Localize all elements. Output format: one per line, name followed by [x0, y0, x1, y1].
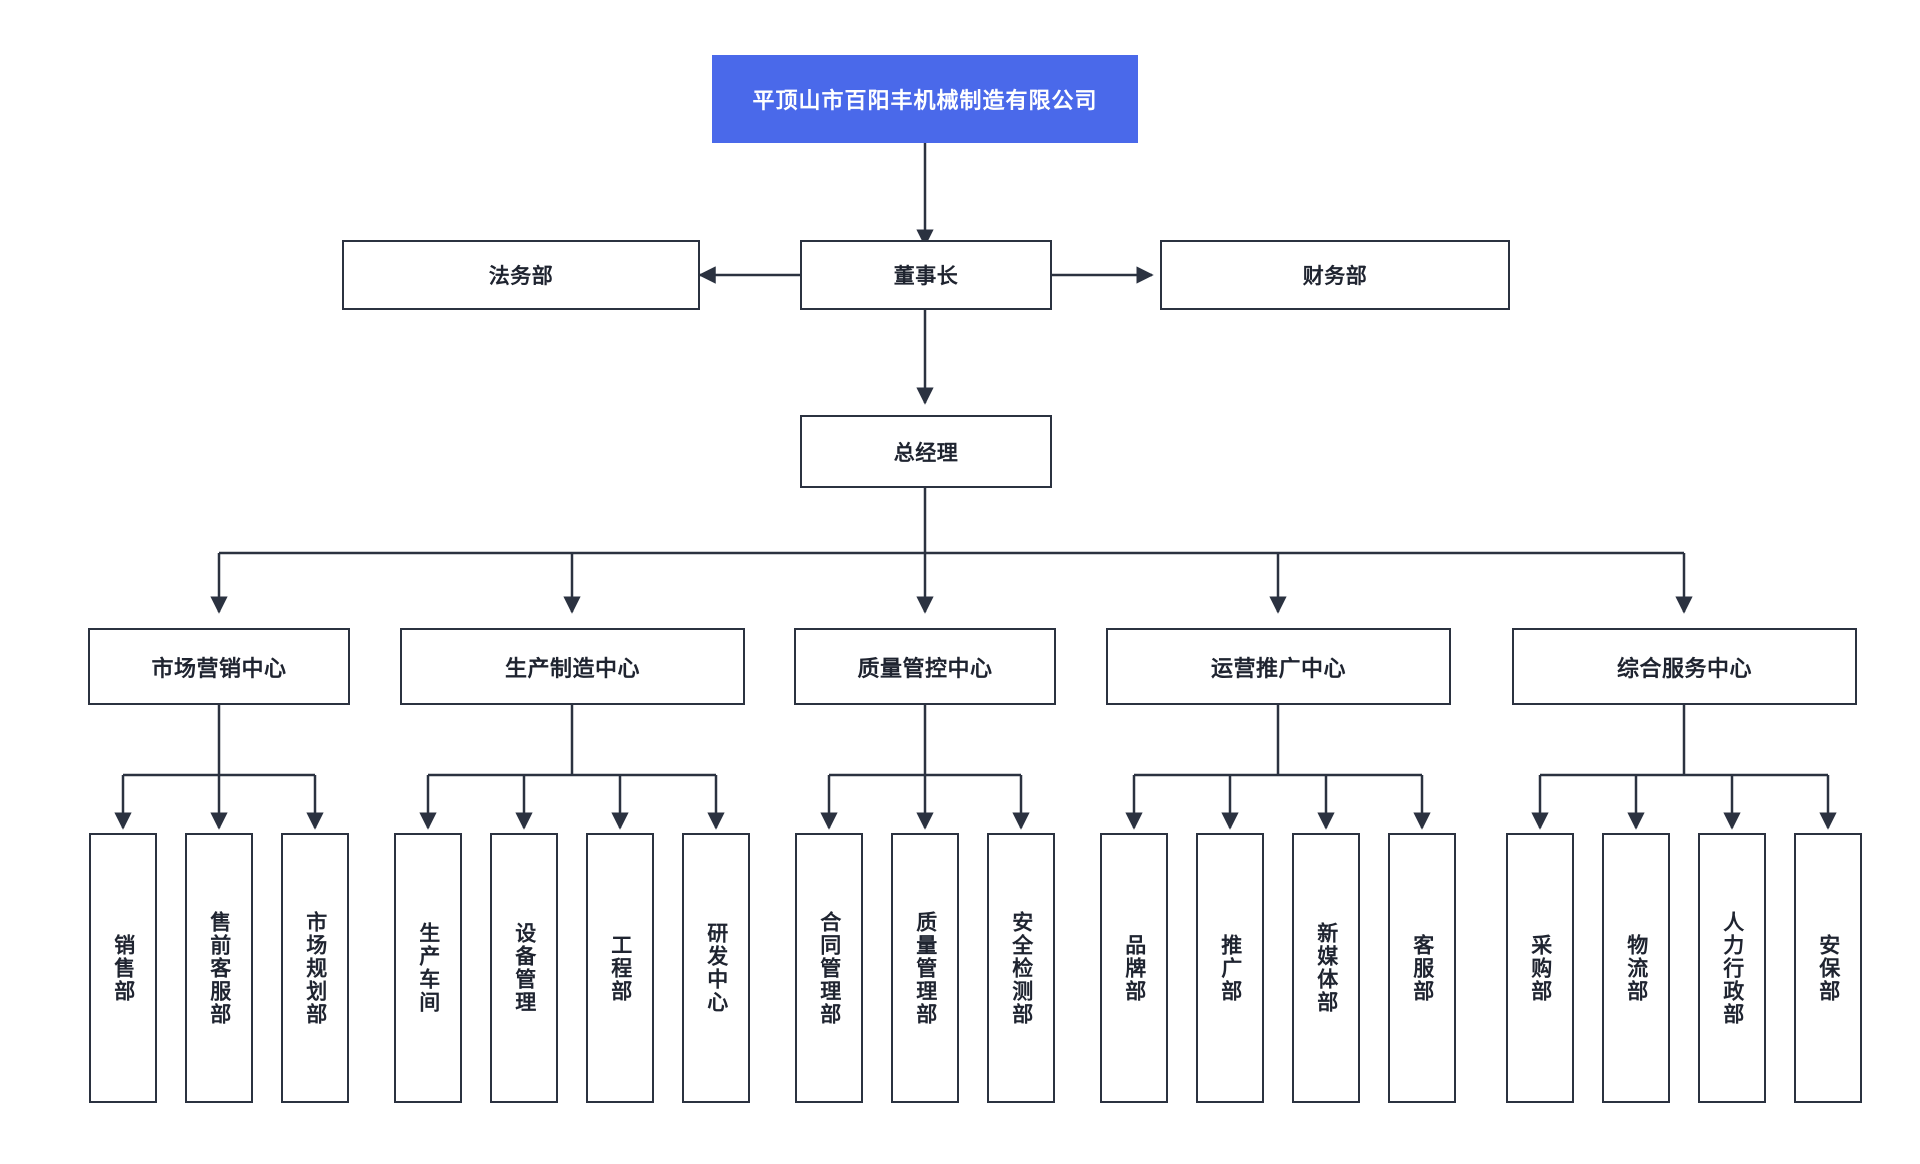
node-label: 平顶山市百阳丰机械制造有限公司 [752, 88, 1098, 113]
node-dept-presales-service[interactable]: 售前客服部 [185, 833, 253, 1103]
node-label: 安全检测部 [1009, 910, 1033, 1026]
node-dept-customer-service[interactable]: 客服部 [1388, 833, 1456, 1103]
node-company-root[interactable]: 平顶山市百阳丰机械制造有限公司 [712, 55, 1138, 143]
node-dept-quality-management[interactable]: 质量管理部 [891, 833, 959, 1103]
node-dept-brand[interactable]: 品牌部 [1100, 833, 1168, 1103]
node-center-operations[interactable]: 运营推广中心 [1106, 628, 1451, 705]
node-label: 质量管控中心 [857, 655, 993, 681]
node-label: 新媒体部 [1314, 922, 1338, 1014]
node-label: 质量管理部 [913, 910, 937, 1026]
node-label: 客服部 [1410, 933, 1434, 1003]
node-label: 设备管理 [512, 922, 536, 1014]
node-dept-production-workshop[interactable]: 生产车间 [394, 833, 462, 1103]
node-label: 销售部 [111, 933, 135, 1003]
node-label: 生产车间 [416, 922, 440, 1014]
node-dept-security[interactable]: 安保部 [1794, 833, 1862, 1103]
node-label: 总经理 [893, 441, 959, 465]
node-label: 法务部 [488, 265, 554, 288]
node-general-manager[interactable]: 总经理 [800, 415, 1052, 488]
node-label: 生产制造中心 [504, 655, 640, 681]
node-label: 财务部 [1302, 265, 1368, 288]
node-chairman[interactable]: 董事长 [800, 240, 1052, 310]
node-label: 品牌部 [1122, 933, 1146, 1003]
node-label: 市场营销中心 [151, 655, 287, 681]
node-dept-contract-management[interactable]: 合同管理部 [795, 833, 863, 1103]
node-dept-promotion[interactable]: 推广部 [1196, 833, 1264, 1103]
node-label: 人力行政部 [1720, 910, 1744, 1026]
node-label: 安保部 [1816, 933, 1840, 1003]
node-legal-department[interactable]: 法务部 [342, 240, 700, 310]
node-dept-market-planning[interactable]: 市场规划部 [281, 833, 349, 1103]
node-label: 研发中心 [704, 922, 728, 1014]
node-label: 综合服务中心 [1616, 655, 1752, 681]
node-label: 董事长 [893, 265, 959, 288]
node-finance-department[interactable]: 财务部 [1160, 240, 1510, 310]
node-center-manufacturing[interactable]: 生产制造中心 [400, 628, 745, 705]
node-dept-sales[interactable]: 销售部 [89, 833, 157, 1103]
node-center-marketing[interactable]: 市场营销中心 [88, 628, 350, 705]
node-dept-hr-administration[interactable]: 人力行政部 [1698, 833, 1766, 1103]
node-label: 物流部 [1624, 933, 1648, 1003]
node-label: 运营推广中心 [1210, 655, 1346, 681]
node-dept-rnd-center[interactable]: 研发中心 [682, 833, 750, 1103]
node-label: 市场规划部 [303, 910, 327, 1026]
node-center-general-services[interactable]: 综合服务中心 [1512, 628, 1857, 705]
node-label: 售前客服部 [207, 910, 231, 1026]
node-dept-new-media[interactable]: 新媒体部 [1292, 833, 1360, 1103]
node-dept-safety-inspection[interactable]: 安全检测部 [987, 833, 1055, 1103]
node-dept-engineering[interactable]: 工程部 [586, 833, 654, 1103]
node-dept-procurement[interactable]: 采购部 [1506, 833, 1574, 1103]
node-label: 推广部 [1218, 933, 1242, 1003]
node-dept-logistics[interactable]: 物流部 [1602, 833, 1670, 1103]
node-label: 合同管理部 [817, 910, 841, 1026]
node-label: 工程部 [608, 933, 632, 1003]
node-label: 采购部 [1528, 933, 1552, 1003]
node-dept-equipment-management[interactable]: 设备管理 [490, 833, 558, 1103]
node-center-quality[interactable]: 质量管控中心 [794, 628, 1056, 705]
